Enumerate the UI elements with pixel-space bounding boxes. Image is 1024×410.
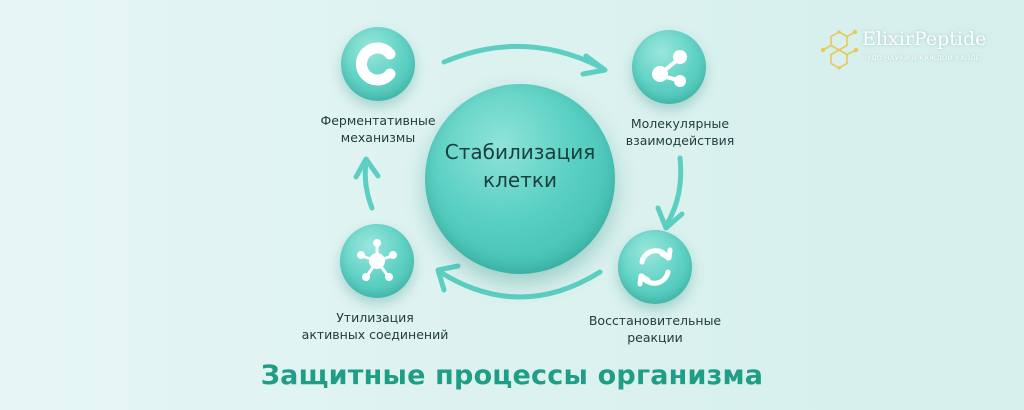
node-enzymatic <box>341 27 415 101</box>
letter-c-icon <box>356 42 396 86</box>
node-restorative <box>618 230 692 304</box>
brand-name: ElixirPeptide <box>862 28 987 50</box>
center-label: Стабилизация клетки <box>425 138 615 194</box>
node-utilization-label: Утилизация активных соединений <box>275 309 475 343</box>
node-utilization-line1: Утилизация <box>336 310 414 325</box>
hexagon-molecule-icon <box>820 29 859 70</box>
node-molecular-line1: Молекулярные <box>630 116 730 131</box>
node-restorative-line2: реакции <box>627 330 683 345</box>
page-title: Защитные процессы организма <box>260 360 764 391</box>
brand-logo: ElixirPeptide ЧУДО НАУКИ В КАЖДОЙ КАПЛЕ <box>818 24 1008 72</box>
node-utilization-line2: активных соединений <box>301 327 449 342</box>
node-molecular-line2: взаимодействия <box>625 133 735 148</box>
node-enzymatic-line2: механизмы <box>340 130 416 145</box>
node-restorative-line1: Восстановительные <box>588 313 722 328</box>
node-restorative-label: Восстановительные реакции <box>555 312 755 346</box>
center-label-line1: Стабилизация <box>444 140 596 164</box>
node-molecular-label: Молекулярные взаимодействия <box>580 115 780 149</box>
center-circle <box>425 84 615 274</box>
arrow-right <box>664 155 684 227</box>
cycle-arrows-icon <box>637 247 673 287</box>
node-enzymatic-line1: Ферментативные <box>320 113 436 128</box>
brand-tagline: ЧУДО НАУКИ В КАЖДОЙ КАПЛЕ <box>862 54 981 62</box>
arrow-bottom <box>437 269 603 300</box>
arrow-left-head <box>353 156 381 180</box>
node-enzymatic-label: Ферментативные механизмы <box>278 112 478 146</box>
arrow-top <box>441 43 605 71</box>
arrow-top-head <box>580 53 608 77</box>
node-utilization <box>340 224 414 298</box>
arrow-bottom-head <box>435 263 461 293</box>
molecule-icon <box>652 50 687 87</box>
node-molecular <box>632 30 706 104</box>
arrow-right-head <box>655 205 685 231</box>
network-node-icon <box>357 239 397 281</box>
center-label-line2: клетки <box>483 168 557 192</box>
arrow-left <box>362 159 375 211</box>
